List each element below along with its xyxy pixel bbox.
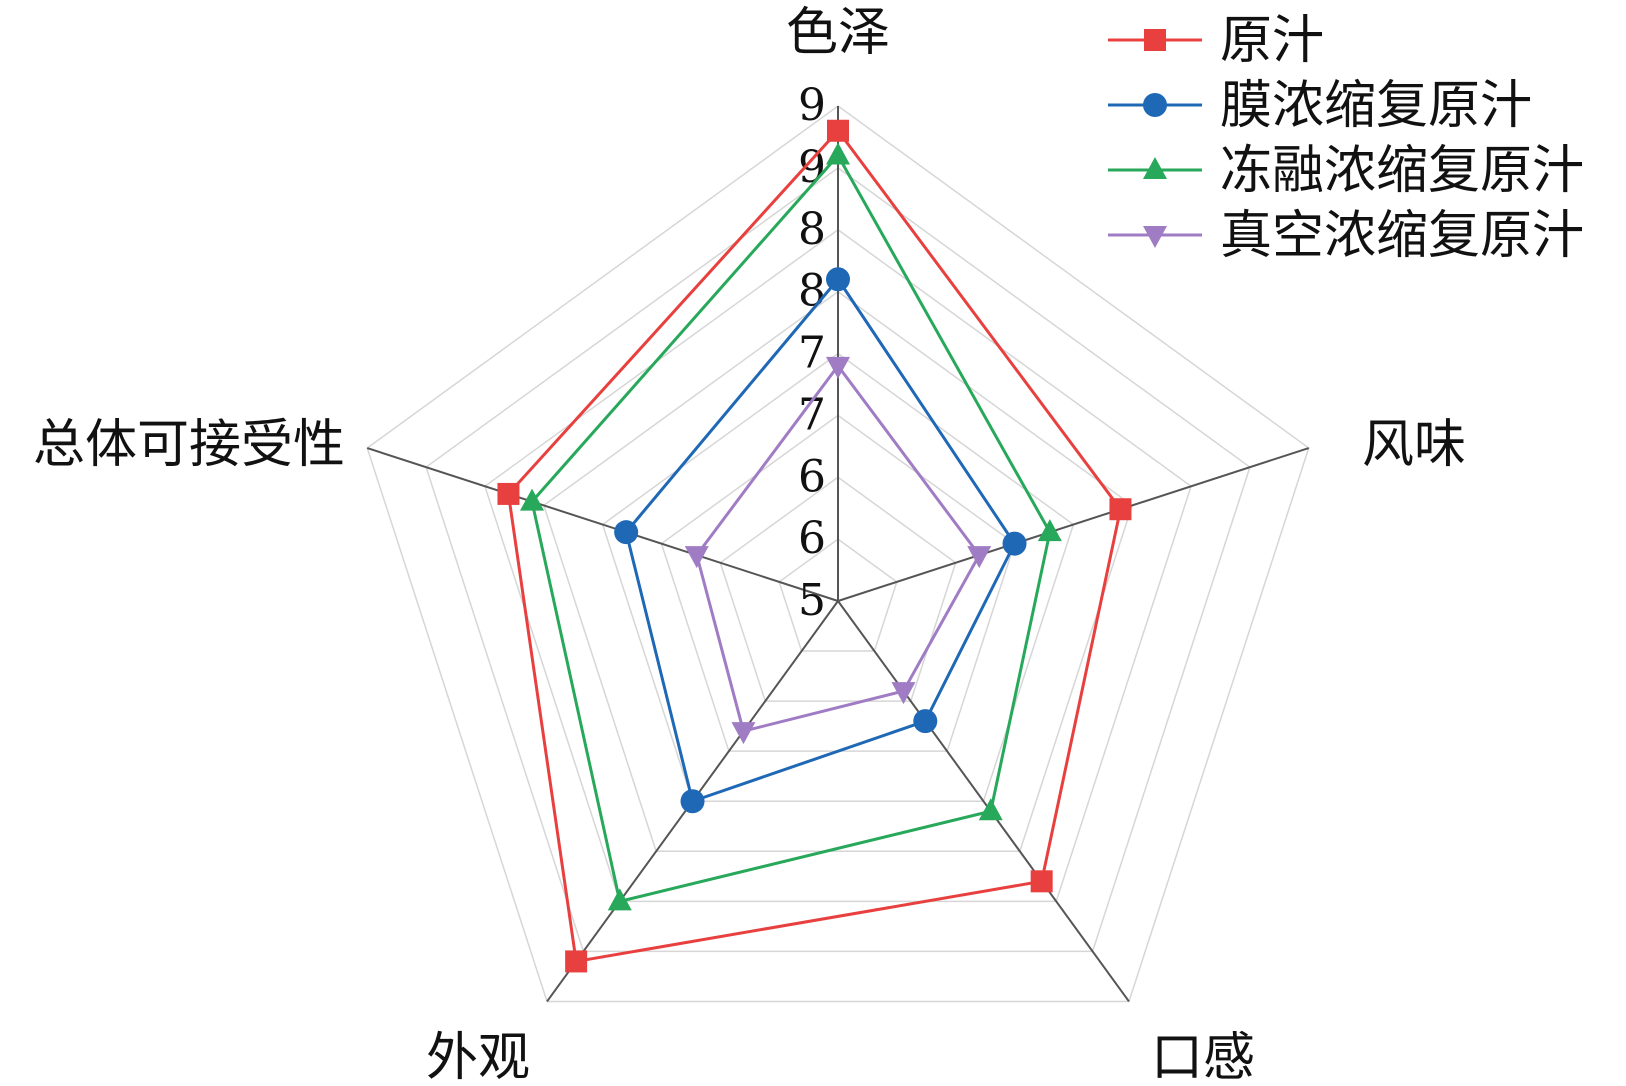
spoke-layer xyxy=(366,106,1310,1003)
legend-label-1: 膜浓缩复原汁 xyxy=(1220,76,1532,136)
tick-label-8: 9 xyxy=(798,80,826,131)
data-point-3-4 xyxy=(684,546,709,569)
data-point-0-3 xyxy=(565,950,588,973)
tick-label-6: 8 xyxy=(798,204,826,255)
grid-ring-2 xyxy=(719,476,957,702)
tick-label-4: 7 xyxy=(798,328,826,379)
data-point-3-1 xyxy=(967,546,992,569)
data-point-2-4 xyxy=(519,488,544,511)
legend-marker-3 xyxy=(1143,226,1167,248)
legend-item-2: 冻融浓缩复原汁 xyxy=(1108,141,1584,201)
axis-label-2: 口感 xyxy=(1151,1028,1255,1086)
legend-label-2: 冻融浓缩复原汁 xyxy=(1220,141,1584,201)
data-point-3-2 xyxy=(891,682,916,705)
grid-ring-8 xyxy=(366,105,1310,1003)
axis-label-4: 总体可接受性 xyxy=(33,415,345,475)
grid-ring-5 xyxy=(542,290,1134,853)
data-point-0-2 xyxy=(1030,870,1053,893)
grid-ring-7 xyxy=(425,166,1251,953)
axis-label-0: 色泽 xyxy=(786,3,890,63)
legend-item-0: 原汁 xyxy=(1108,11,1324,71)
legend-label-0: 原汁 xyxy=(1220,11,1324,71)
spoke-1 xyxy=(837,447,1310,602)
series-line-2 xyxy=(530,152,1052,904)
grid-ring-4 xyxy=(601,352,1075,802)
data-point-2-2 xyxy=(978,798,1003,821)
data-point-1-0 xyxy=(826,267,850,292)
series-1 xyxy=(614,267,1027,814)
grid-ring-6 xyxy=(484,228,1192,903)
data-point-0-1 xyxy=(1109,498,1132,521)
tick-label-0: 5 xyxy=(798,575,826,626)
series-0 xyxy=(497,119,1132,973)
legend-marker-2 xyxy=(1143,157,1167,179)
series-line-3 xyxy=(695,363,982,733)
spoke-2 xyxy=(837,600,1130,1003)
data-point-0-0 xyxy=(827,119,849,142)
series-layer xyxy=(497,119,1132,973)
data-point-1-3 xyxy=(680,789,705,814)
axis-label-1: 风味 xyxy=(1362,415,1466,475)
data-point-2-3 xyxy=(607,888,632,911)
series-3 xyxy=(684,356,992,745)
series-2 xyxy=(519,142,1062,911)
data-point-0-4 xyxy=(497,482,520,505)
tick-label-2: 6 xyxy=(798,451,826,502)
spoke-4 xyxy=(366,447,839,602)
legend-label-3: 真空浓缩复原汁 xyxy=(1220,206,1584,266)
data-point-1-1 xyxy=(1002,531,1027,556)
data-point-2-1 xyxy=(1037,519,1062,542)
data-point-1-4 xyxy=(614,520,639,545)
data-point-2-0 xyxy=(826,142,850,165)
legend-item-3: 真空浓缩复原汁 xyxy=(1108,206,1584,266)
grid-layer xyxy=(366,105,1310,1003)
grid-ring-1 xyxy=(778,538,898,652)
series-line-0 xyxy=(506,128,1123,964)
data-point-3-3 xyxy=(731,722,756,745)
legend-item-1: 膜浓缩复原汁 xyxy=(1108,76,1532,136)
tick-label-1: 6 xyxy=(798,513,826,564)
data-point-3-0 xyxy=(826,356,850,379)
legend-marker-1 xyxy=(1143,93,1167,117)
legend-marker-0 xyxy=(1144,29,1166,51)
series-line-1 xyxy=(624,276,1017,804)
axis-label-3: 外观 xyxy=(426,1028,530,1086)
data-point-1-2 xyxy=(913,709,938,734)
